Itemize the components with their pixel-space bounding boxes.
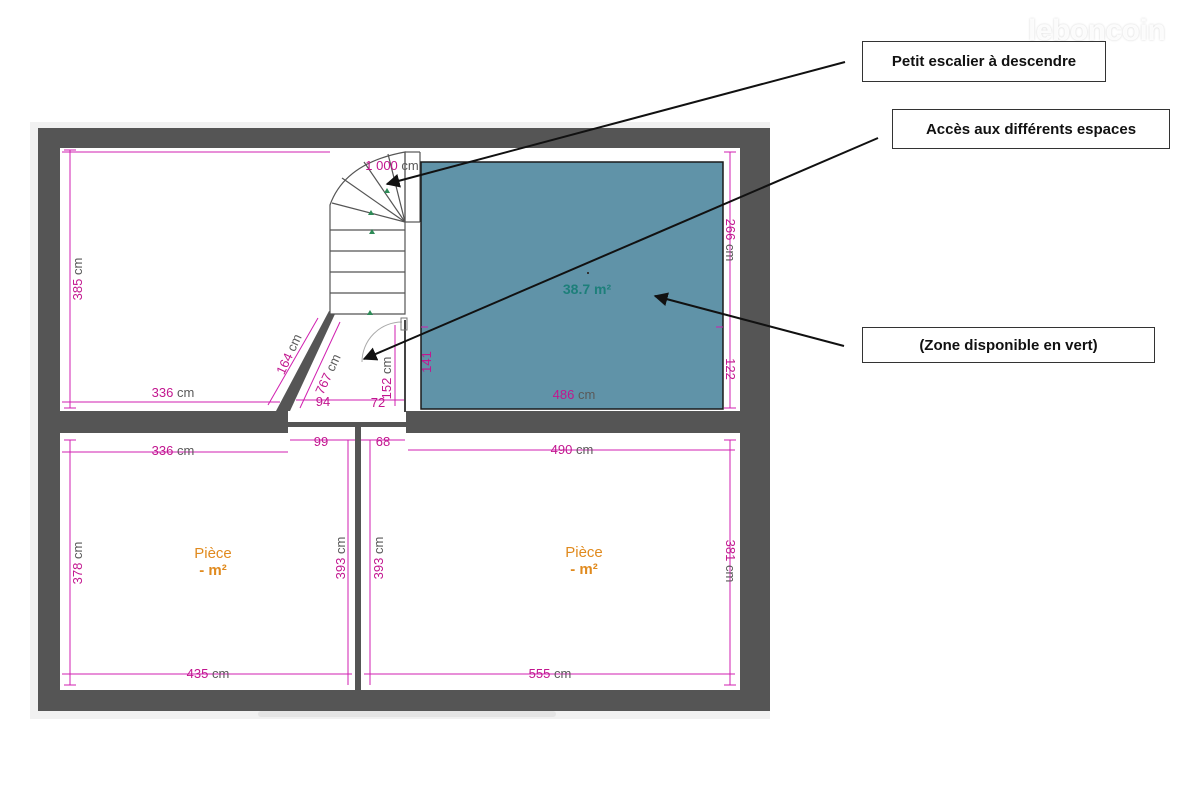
divider-wall-vertical bbox=[355, 425, 361, 690]
callout-stairs: Petit escalier à descendre bbox=[862, 41, 1106, 82]
dim-bottom-left-width: 435 cm bbox=[187, 666, 230, 681]
room-left-area: - m² bbox=[199, 562, 227, 579]
available-zone bbox=[420, 161, 724, 410]
dimension-value: 336 bbox=[152, 385, 174, 400]
plan-scroll-hint bbox=[258, 711, 556, 717]
annotation-arrows bbox=[362, 61, 879, 361]
dim-door-68: 68 bbox=[376, 434, 390, 449]
dimension-unit: cm bbox=[371, 537, 386, 558]
dim-lower-left-height: 378 cm bbox=[70, 542, 85, 585]
stair-step bbox=[341, 177, 406, 223]
dimension-value: 141 bbox=[419, 351, 434, 373]
dim-corridor-152: 152 cm bbox=[379, 357, 394, 400]
arrow-zone bbox=[653, 292, 845, 347]
dimension-value: 378 bbox=[70, 563, 85, 585]
dim-corridor-72: 72 bbox=[371, 395, 385, 410]
dimension-value: 555 bbox=[529, 666, 551, 681]
dimension-value: 266 bbox=[723, 219, 738, 241]
dimension-unit: cm bbox=[173, 443, 194, 458]
dim-door-99: 99 bbox=[314, 434, 328, 449]
door-threshold bbox=[288, 422, 406, 427]
dim-upper-left-width: 336 cm bbox=[152, 385, 195, 400]
door-swing bbox=[361, 321, 403, 363]
dimension-value: 68 bbox=[376, 434, 390, 449]
dim-top-right-height: 266 cm bbox=[723, 219, 738, 262]
dimension-unit: cm bbox=[550, 666, 571, 681]
divider-wall-right bbox=[406, 411, 740, 433]
dimension-value: 1 000 bbox=[365, 158, 398, 173]
dimension-value: 435 bbox=[187, 666, 209, 681]
dimension-unit: cm bbox=[173, 385, 194, 400]
dimension-unit: cm bbox=[572, 442, 593, 457]
dimension-value: 393 bbox=[371, 558, 386, 580]
dimension-value: 336 bbox=[152, 443, 174, 458]
available-area-label: 38.7 m² bbox=[563, 281, 612, 297]
dim-lower-right-height: 381 cm bbox=[723, 540, 738, 583]
dimension-value: 393 bbox=[333, 558, 348, 580]
dimension-value: 72 bbox=[371, 395, 385, 410]
stair-step bbox=[363, 161, 406, 223]
stair-marker bbox=[369, 229, 375, 234]
dimension-line bbox=[299, 321, 341, 409]
dimension-unit: cm bbox=[398, 158, 419, 173]
dim-bottom-right-width: 555 cm bbox=[529, 666, 572, 681]
callout-access: Accès aux différents espaces bbox=[892, 109, 1170, 149]
stair-step bbox=[387, 153, 406, 223]
dimension-unit: cm bbox=[70, 258, 85, 279]
dimension-lines bbox=[62, 149, 736, 686]
dimension-value: 486 bbox=[553, 387, 575, 402]
stair-marker bbox=[367, 310, 373, 315]
dim-upper-right-width: 486 cm bbox=[553, 387, 596, 402]
callout-zone: (Zone disponible en vert) bbox=[862, 327, 1155, 363]
arrow-access bbox=[362, 137, 879, 361]
door-handle bbox=[400, 317, 408, 331]
stair-direction-markers bbox=[367, 188, 390, 315]
stair-marker bbox=[384, 188, 390, 193]
stair-step bbox=[331, 202, 406, 223]
dim-lower-right-width: 490 cm bbox=[551, 442, 594, 457]
dimension-value: 385 bbox=[70, 279, 85, 301]
dim-lower-left-width: 336 cm bbox=[152, 443, 195, 458]
room-left-name: Pièce bbox=[194, 545, 232, 562]
dimension-unit: cm bbox=[70, 542, 85, 563]
dimension-unit: cm bbox=[723, 240, 738, 261]
dimension-value: 490 bbox=[551, 442, 573, 457]
dim-corridor-141: 141 bbox=[419, 351, 434, 373]
dimension-unit: cm bbox=[574, 387, 595, 402]
dimension-value: 122 bbox=[723, 358, 738, 380]
dimension-unit: cm bbox=[379, 357, 394, 378]
dim-corridor-94: 94 bbox=[316, 394, 330, 409]
stair-marker bbox=[368, 210, 374, 215]
dimension-unit: cm bbox=[723, 561, 738, 582]
dimension-line bbox=[267, 317, 319, 406]
dim-stair-width: 1 000 cm bbox=[365, 158, 419, 173]
room-right-area: - m² bbox=[570, 561, 598, 578]
divider-wall-left bbox=[60, 411, 288, 433]
dimension-unit: cm bbox=[208, 666, 229, 681]
dimension-value: 381 bbox=[723, 540, 738, 562]
corridor-slanted-wall bbox=[276, 311, 335, 411]
dim-top-left-height: 385 cm bbox=[70, 258, 85, 301]
dim-middle-left-height: 393 cm bbox=[333, 537, 348, 580]
dimension-unit: cm bbox=[333, 537, 348, 558]
dimension-value: 99 bbox=[314, 434, 328, 449]
dim-right-122: 122 bbox=[723, 358, 738, 380]
dim-middle-right-height: 393 cm bbox=[371, 537, 386, 580]
dimension-value: 94 bbox=[316, 394, 330, 409]
room-right-name: Pièce bbox=[565, 544, 603, 561]
arrow-stairs bbox=[385, 61, 846, 188]
dimension-value: 152 bbox=[379, 378, 394, 400]
